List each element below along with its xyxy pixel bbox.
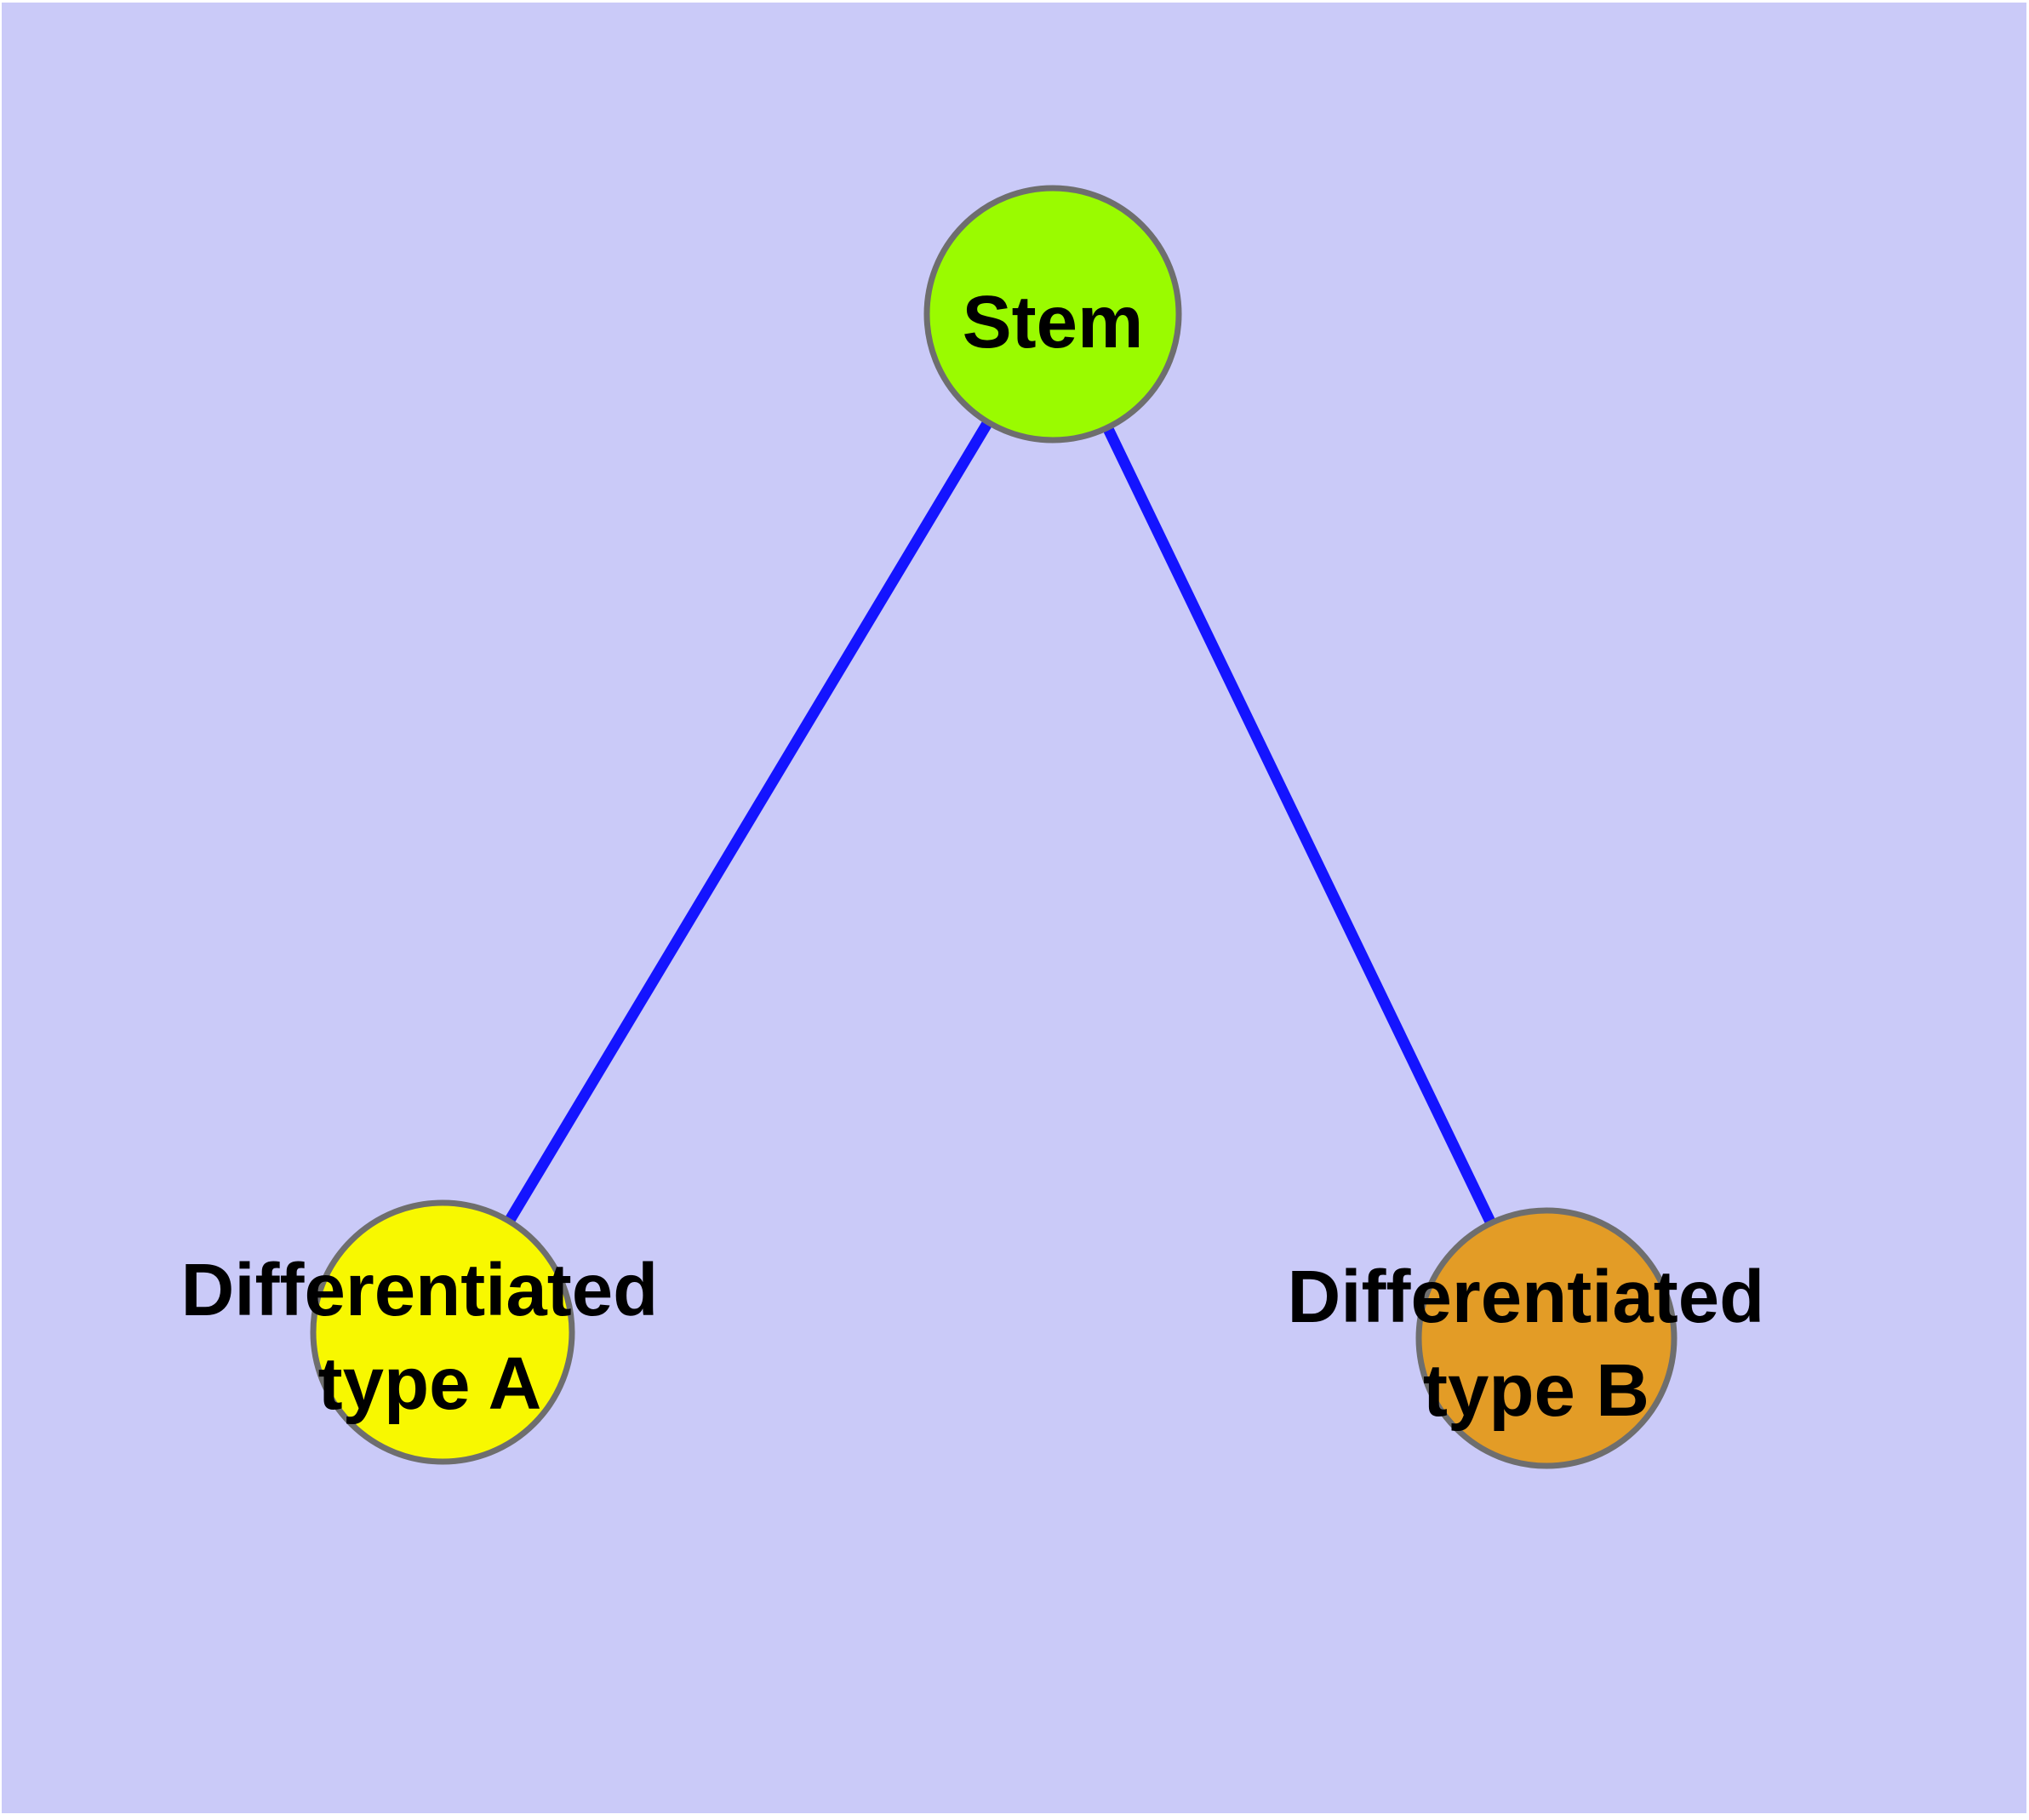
node-type-b-label-line1: Differentiated <box>1288 1256 1765 1338</box>
node-type-b-label: Differentiated type B <box>1288 1256 1786 1432</box>
node-stem <box>923 185 1182 444</box>
node-stem-label: Stem <box>963 281 1144 363</box>
node-differentiated-type-a <box>310 1199 575 1465</box>
node-type-a-label: Differentiated type A <box>181 1249 679 1425</box>
edge-stem-to-type-a <box>437 311 1058 1336</box>
node-type-a-label-line1: Differentiated <box>181 1249 659 1331</box>
node-differentiated-type-b <box>1415 1207 1677 1469</box>
node-type-b-label-line2: type B <box>1423 1349 1649 1432</box>
node-type-a-label-line2: type A <box>318 1342 542 1425</box>
edge-stem-to-type-b <box>1048 312 1552 1341</box>
